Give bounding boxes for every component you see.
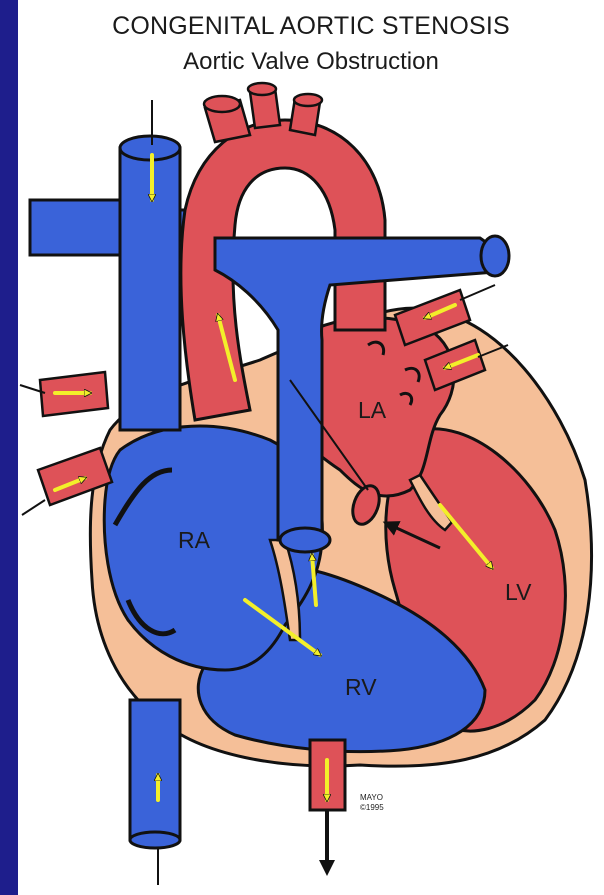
inferior-vena-cava [130,700,180,840]
label-rv: RV [345,674,377,700]
pulmonary-artery-opening [481,236,509,276]
branch-3-opening [294,94,322,106]
branch-1-opening [204,96,240,112]
ivc-opening [130,832,180,848]
brachiocephalic-vein [30,200,120,255]
signature-line-2: ©1995 [360,803,384,812]
signature-line-1: MAYO [360,793,383,802]
pv-4-line [22,500,45,515]
pv-1-line [460,285,495,300]
label-la: LA [358,397,387,423]
label-lv: LV [505,579,532,605]
stenotic-pulmonary-valve [280,528,330,552]
branch-2-opening [248,83,276,95]
label-ra: RA [178,527,211,553]
